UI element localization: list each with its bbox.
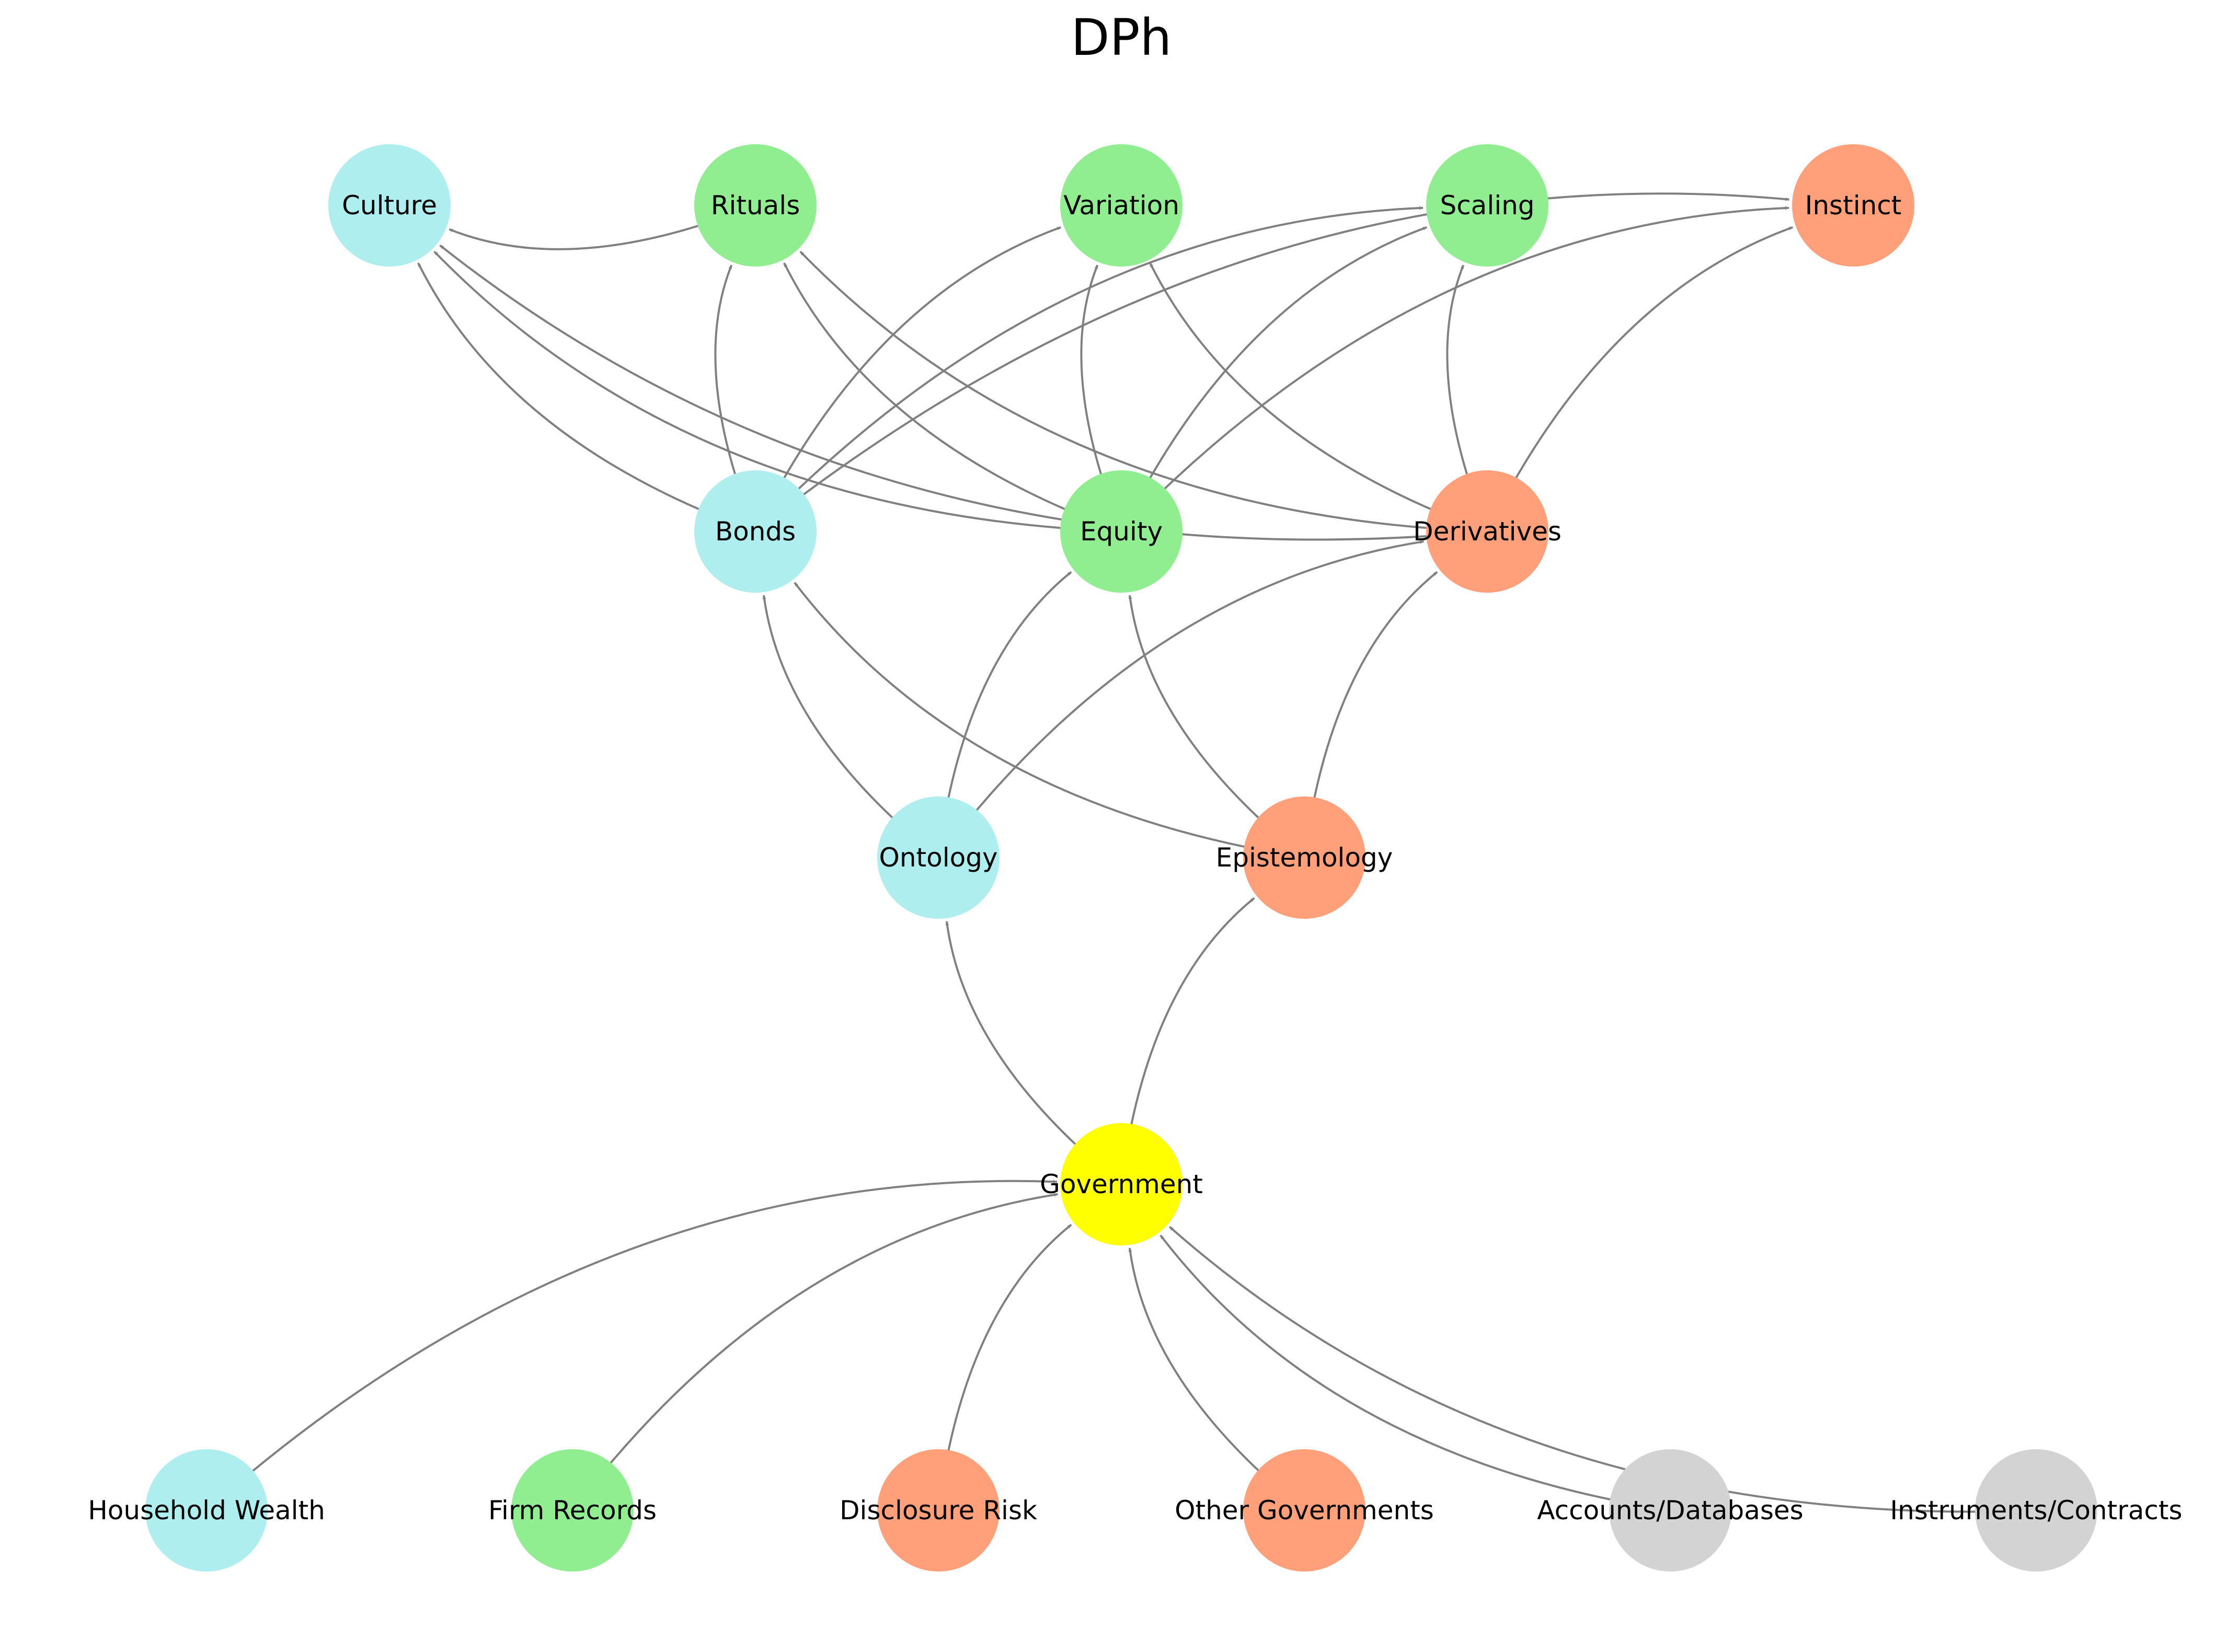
node-equity: Equity — [1060, 470, 1183, 593]
node-label-instruments-contracts: Instruments/Contracts — [1890, 1495, 2182, 1526]
node-label-firm-records: Firm Records — [488, 1495, 657, 1526]
node-circle-firm-records — [511, 1449, 634, 1572]
node-label-ontology: Ontology — [879, 842, 997, 873]
node-label-epistemology: Epistemology — [1216, 842, 1393, 873]
node-circle-bonds — [694, 470, 817, 593]
edge-equity-to-instinct — [1122, 206, 1789, 531]
node-derivatives: Derivatives — [1413, 470, 1562, 593]
node-culture: Culture — [328, 144, 451, 267]
node-circle-scaling — [1426, 144, 1548, 267]
edge-equity-to-rituals — [783, 262, 1120, 532]
edge-instruments-contracts-to-government — [1168, 1226, 2035, 1513]
node-label-government: Government — [1040, 1169, 1203, 1199]
nodes-layer: Culture Rituals Variation Scaling InstinctBo… — [88, 144, 2183, 1572]
node-other-governments: Other Governments — [1175, 1449, 1434, 1572]
edge-bonds-to-variation — [755, 226, 1062, 530]
node-instinct: Instinct — [1792, 144, 1914, 267]
node-epistemology: Epistemology — [1216, 796, 1393, 919]
node-label-culture: Culture — [342, 190, 437, 221]
node-circle-instruments-contracts — [1975, 1449, 2097, 1572]
node-circle-instinct — [1792, 144, 1914, 267]
node-circle-other-governments — [1243, 1449, 1365, 1572]
node-scaling: Scaling — [1426, 144, 1548, 267]
node-label-disclosure-risk: Disclosure Risk — [840, 1495, 1037, 1526]
node-label-rituals: Rituals — [711, 190, 800, 221]
edge-derivatives-to-rituals — [799, 250, 1486, 533]
edges-layer — [207, 192, 2035, 1513]
edge-epistemology-to-bonds — [794, 582, 1303, 859]
node-circle-household-wealth — [145, 1449, 268, 1572]
node-circle-government — [1060, 1123, 1183, 1245]
node-household-wealth: Household Wealth — [88, 1449, 325, 1572]
edge-derivatives-to-instinct — [1487, 226, 1794, 530]
node-government: Government — [1040, 1123, 1203, 1245]
edge-bonds-to-culture — [417, 262, 754, 532]
diagram-title: DPh — [1071, 8, 1172, 67]
node-circle-ontology — [877, 796, 1000, 919]
node-label-instinct: Instinct — [1805, 190, 1902, 221]
edge-equity-to-culture — [433, 250, 1120, 533]
node-rituals: Rituals — [694, 144, 817, 267]
node-circle-accounts-databases — [1609, 1449, 1731, 1572]
node-circle-equity — [1060, 470, 1183, 593]
node-label-variation: Variation — [1063, 190, 1179, 221]
edge-bonds-to-scaling — [756, 206, 1424, 531]
node-label-other-governments: Other Governments — [1175, 1495, 1434, 1526]
node-ontology: Ontology — [877, 796, 1000, 919]
node-label-bonds: Bonds — [715, 516, 796, 547]
node-bonds: Bonds — [694, 470, 817, 593]
node-accounts-databases: Accounts/Databases — [1537, 1449, 1804, 1572]
edge-accounts-databases-to-government — [1160, 1234, 1669, 1511]
edge-household-wealth-to-government — [207, 1180, 1058, 1510]
edge-ontology-to-derivatives — [938, 540, 1424, 857]
node-circle-culture — [328, 144, 451, 267]
node-circle-epistemology — [1243, 796, 1365, 919]
node-instruments-contracts: Instruments/Contracts — [1890, 1449, 2183, 1572]
edge-derivatives-to-culture — [439, 244, 1486, 541]
edge-bonds-to-instinct — [756, 192, 1789, 532]
edge-derivatives-to-variation — [1149, 262, 1486, 532]
node-label-accounts-databases: Accounts/Databases — [1537, 1495, 1803, 1526]
node-circle-variation — [1060, 144, 1183, 267]
node-label-household-wealth: Household Wealth — [88, 1495, 325, 1526]
edge-firm-records-to-government — [572, 1193, 1058, 1510]
node-firm-records: Firm Records — [488, 1449, 657, 1572]
node-circle-disclosure-risk — [877, 1449, 1000, 1572]
node-label-equity: Equity — [1080, 516, 1163, 547]
node-disclosure-risk: Disclosure Risk — [840, 1449, 1037, 1572]
node-label-scaling: Scaling — [1440, 190, 1534, 221]
node-variation: Variation — [1060, 144, 1183, 267]
node-label-derivatives: Derivatives — [1413, 516, 1562, 547]
node-circle-derivatives — [1426, 470, 1548, 593]
node-circle-rituals — [694, 144, 817, 267]
edge-equity-to-scaling — [1121, 226, 1428, 530]
